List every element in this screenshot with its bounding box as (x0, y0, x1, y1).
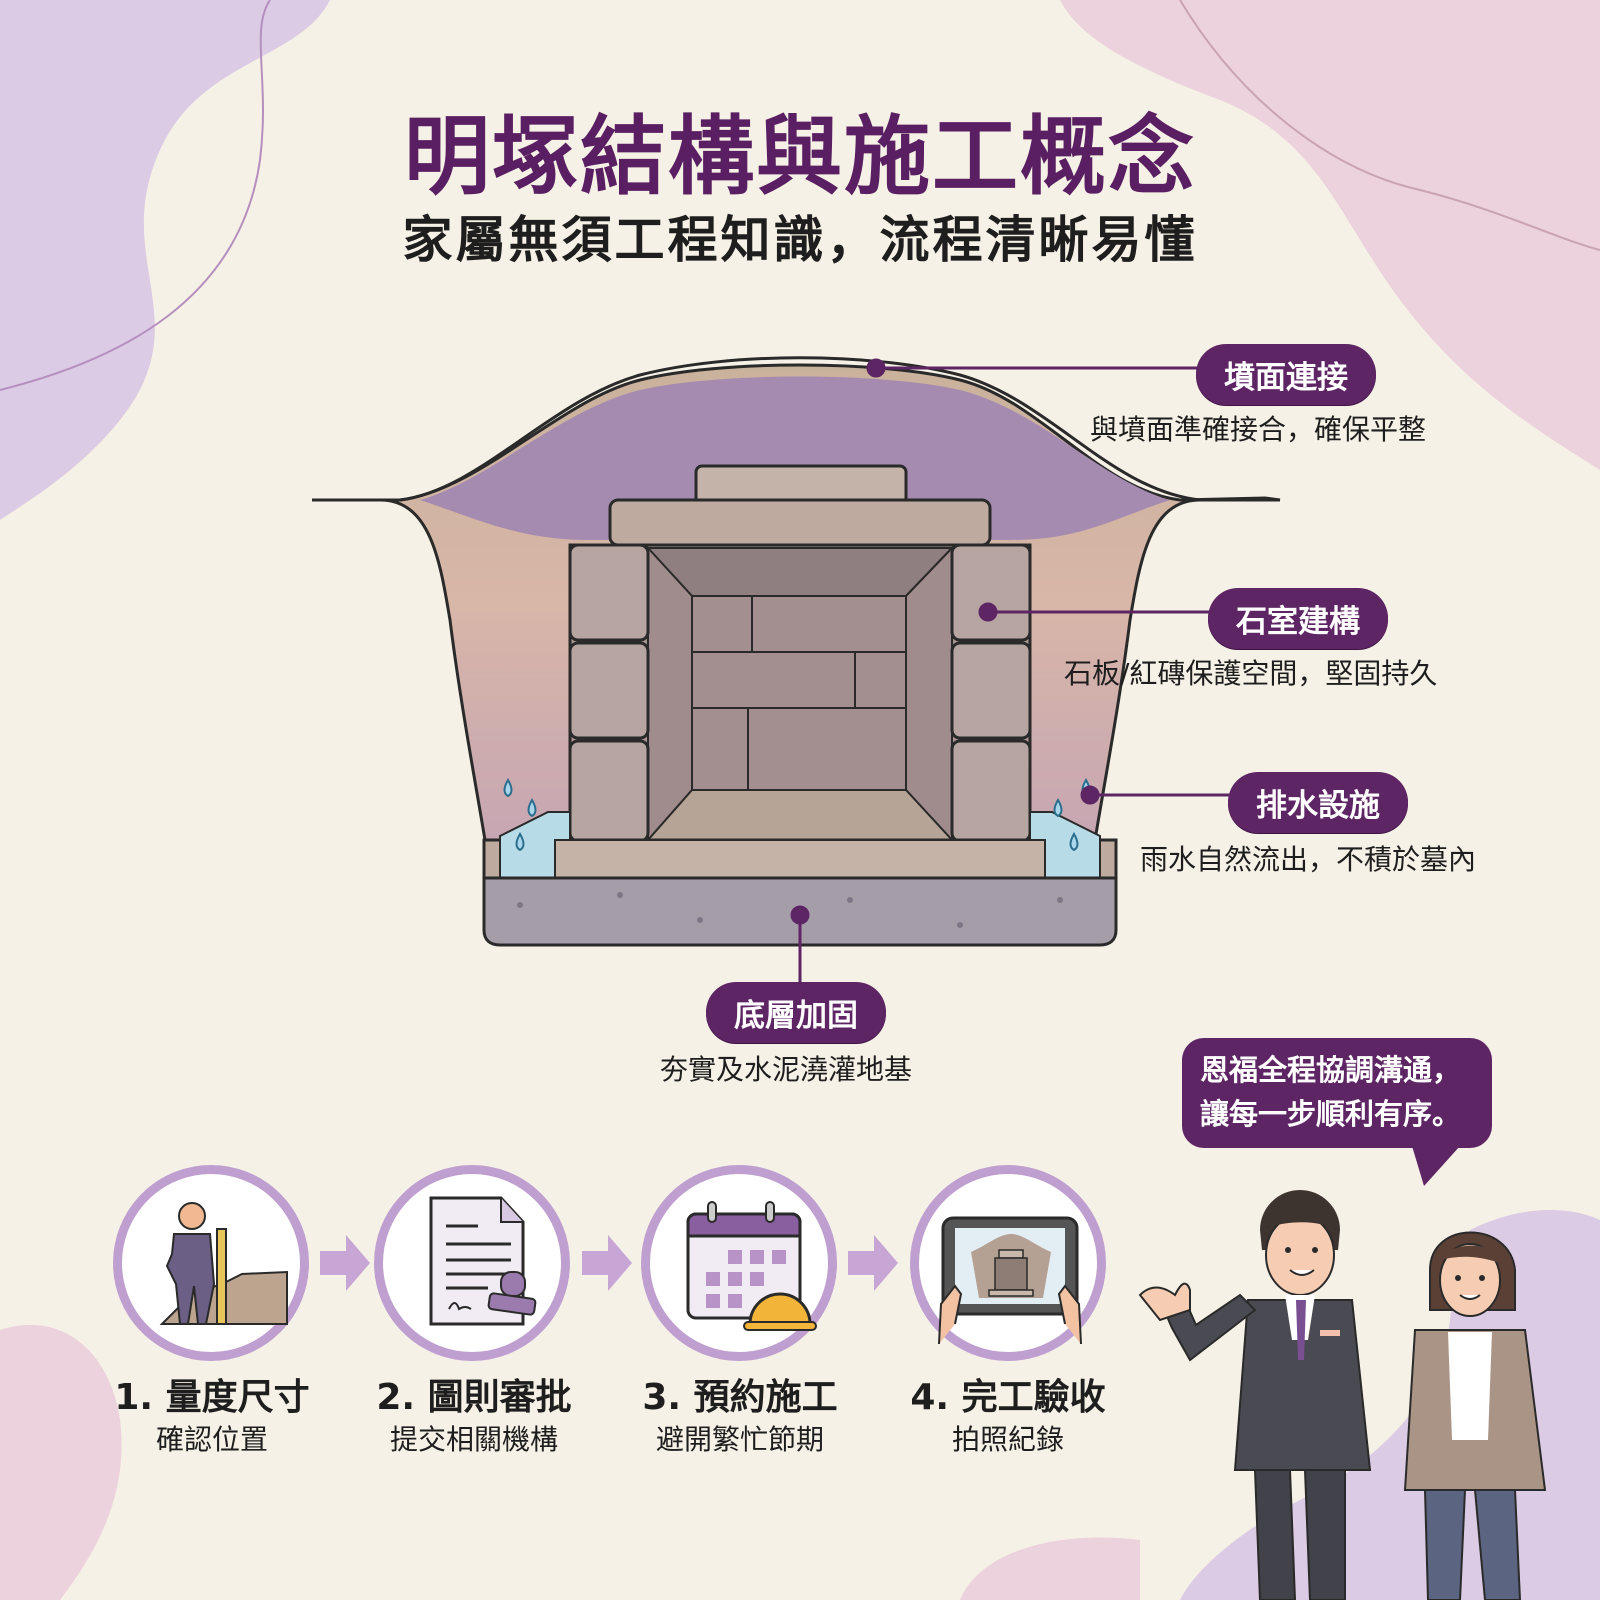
step-2-circle (374, 1165, 570, 1361)
step-4-circle (910, 1165, 1106, 1361)
speech-bubble: 恩福全程協調溝通， 讓每一步順利有序。 (1182, 1038, 1492, 1186)
callout-desc-drainage: 雨水自然流出，不積於墓內 (1140, 843, 1477, 876)
callout-desc-grave-surface: 與墳面準確接合，確保平整 (1090, 413, 1427, 446)
speech-bubble-tail (1412, 1146, 1460, 1186)
callout-desc-stone-chamber: 石板/紅磚保護空間，堅固持久 (1064, 657, 1438, 690)
surveyor-ruler-icon (159, 1202, 288, 1325)
step-2-title: 2. 圖則審批 (376, 1377, 572, 1418)
step-1-title: 1. 量度尺寸 (114, 1377, 310, 1418)
callout-label-grave-surface: 墳面連接 (1196, 344, 1376, 405)
page-title: 明塚結構與施工概念 (404, 107, 1196, 207)
step-3-title: 3. 預約施工 (642, 1377, 838, 1418)
step-3-circle (641, 1165, 837, 1361)
step-4-title: 4. 完工驗收 (910, 1377, 1106, 1418)
speech-bubble-line-2: 讓每一步順利有序。 (1200, 1097, 1462, 1131)
staff-woman-figure (1403, 1231, 1547, 1600)
callout-label-foundation: 底層加固 (706, 982, 886, 1043)
step-1-subtitle: 確認位置 (155, 1423, 268, 1456)
staff-illustration (1138, 1190, 1547, 1600)
step-1-circle (113, 1165, 309, 1361)
step-arrow-3 (848, 1235, 898, 1291)
page-subtitle: 家屬無須工程知識，流程清晰易懂 (402, 211, 1198, 269)
step-arrow-2 (582, 1235, 632, 1291)
callout-desc-foundation: 夯實及水泥澆灌地基 (660, 1053, 913, 1086)
step-2-subtitle: 提交相關機構 (389, 1423, 558, 1456)
staff-man-figure (1138, 1190, 1372, 1600)
step-arrow-1 (320, 1235, 370, 1291)
document-stamp-icon (429, 1196, 537, 1326)
speech-bubble-line-1: 恩福全程協調溝通， (1200, 1053, 1462, 1087)
callout-label-drainage: 排水設施 (1228, 772, 1408, 833)
step-4-subtitle: 拍照紀錄 (951, 1423, 1064, 1456)
calendar-hardhat-icon (686, 1201, 817, 1331)
tomb-cross-section-diagram (312, 356, 1281, 985)
tablet-photo-icon (938, 1216, 1082, 1345)
callout-label-stone-chamber: 石室建構 (1208, 588, 1388, 649)
step-3-subtitle: 避開繁忙節期 (655, 1423, 824, 1456)
